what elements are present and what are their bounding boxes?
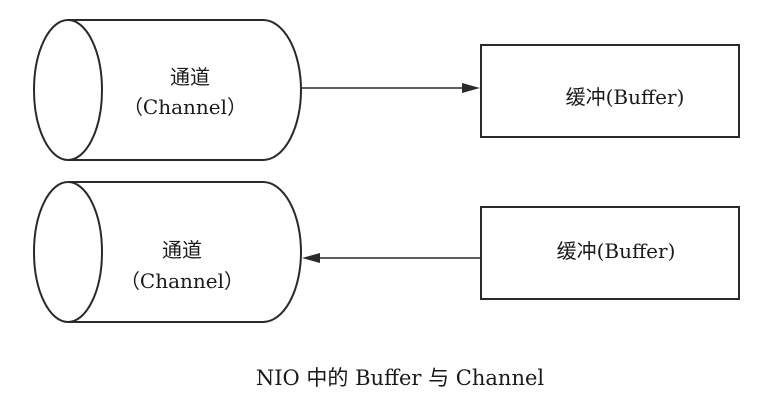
channel-bottom-label-line2: （Channel） <box>120 269 244 293</box>
arrow-bottom-head <box>302 253 320 263</box>
arrow-buffer-to-channel <box>302 253 480 263</box>
channel-cylinder-bottom-end <box>33 181 103 323</box>
channel-cylinder-top-end <box>33 19 103 161</box>
arrow-channel-to-buffer <box>302 83 480 93</box>
arrow-top-head <box>462 83 480 93</box>
channel-cylinder-top <box>33 19 302 161</box>
channel-cylinder-top-body <box>68 19 302 161</box>
channel-cylinder-bottom <box>33 181 302 323</box>
channel-bottom-label-line1: 通道 <box>162 238 202 262</box>
buffer-bottom-label: 缓冲(Buffer) <box>557 239 676 263</box>
channel-top-label-line2: （Channel） <box>123 95 247 119</box>
figure-caption: NIO 中的 Buffer 与 Channel <box>256 366 545 390</box>
channel-top-label-line1: 通道 <box>170 65 210 89</box>
buffer-top-label: 缓冲(Buffer) <box>566 85 685 109</box>
channel-cylinder-bottom-body <box>68 181 302 323</box>
buffer-box-top <box>480 44 740 138</box>
buffer-box-bottom <box>480 206 740 300</box>
